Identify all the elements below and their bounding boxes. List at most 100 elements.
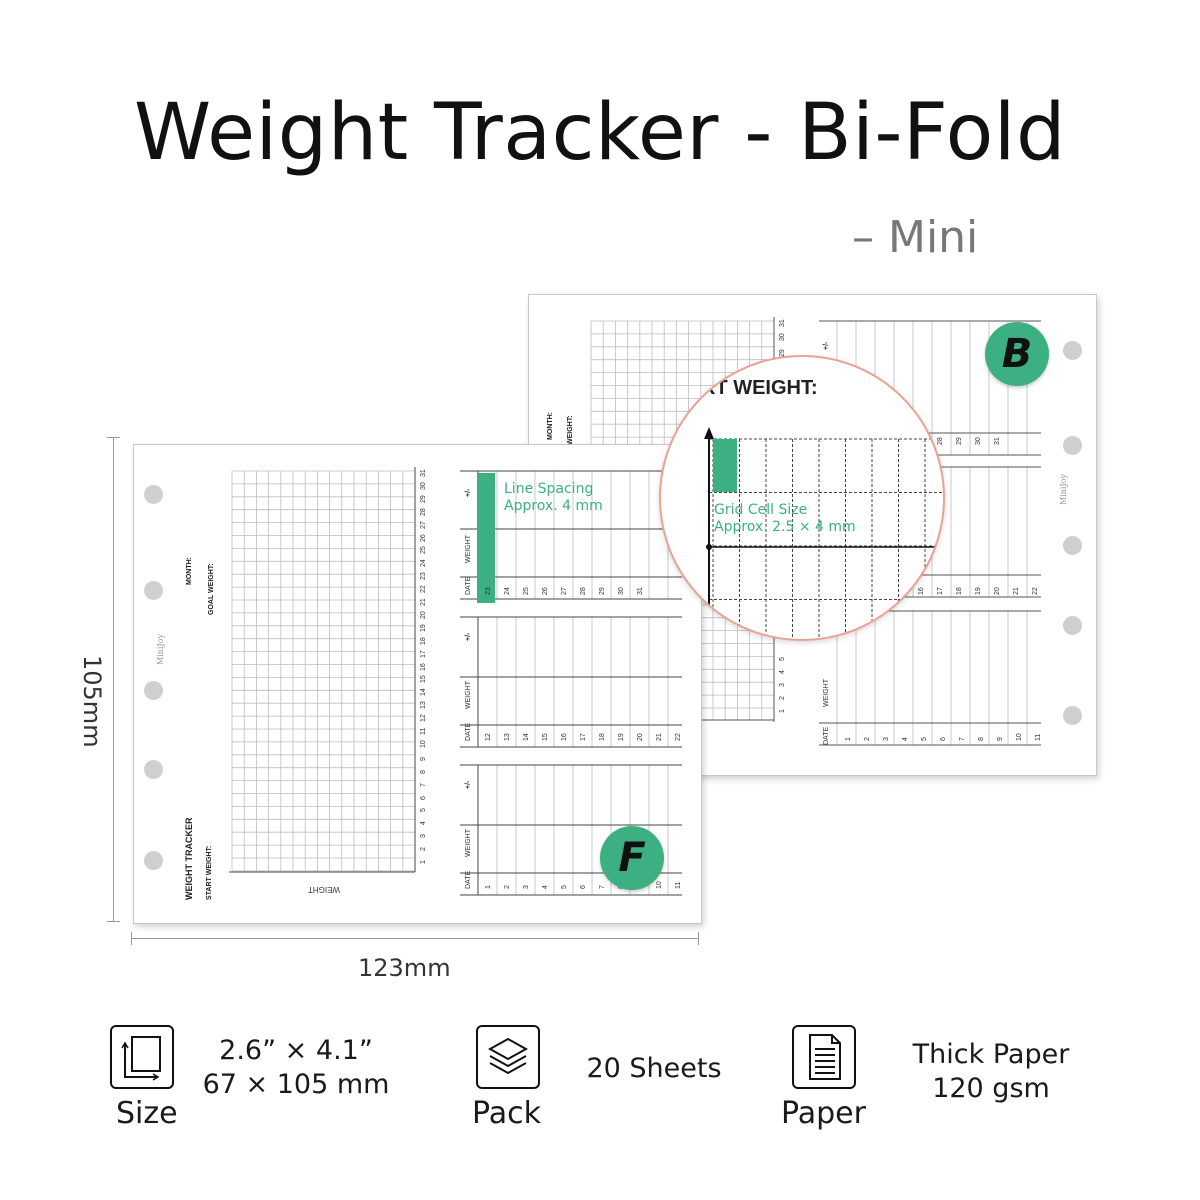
day-number: 8	[420, 769, 427, 774]
day-number: 7	[420, 782, 427, 787]
punch-hole	[144, 581, 163, 600]
day-number: 10	[1016, 733, 1023, 741]
day-number: 21	[1013, 587, 1020, 595]
day-number: 23	[485, 587, 492, 595]
paper-value: Thick Paper 120 gsm	[896, 1038, 1086, 1106]
punch-hole	[144, 851, 163, 870]
day-number: 3	[779, 683, 786, 687]
day-number: 1	[485, 885, 492, 889]
badge-b: B	[985, 322, 1049, 386]
height-dimension-cap	[107, 437, 120, 438]
day-number: 4	[420, 821, 427, 826]
day-number: 5	[779, 657, 786, 661]
day-number: 12	[420, 714, 427, 723]
day-number: 11	[1035, 733, 1042, 741]
day-number: 2	[779, 696, 786, 700]
day-number: 18	[420, 636, 427, 645]
day-number: 6	[940, 737, 947, 741]
day-number: 16	[420, 662, 427, 671]
day-number: 19	[420, 624, 427, 632]
day-number: 26	[542, 587, 549, 595]
day-number: 11	[420, 727, 427, 735]
month-label: MONTH:	[186, 557, 193, 585]
day-number: 2	[420, 847, 427, 852]
day-number: 14	[523, 733, 530, 741]
sheet-front: WEIGHT TRACKER START WEIGHT: MONTH: GOAL…	[133, 444, 702, 924]
day-number: 1	[779, 709, 786, 713]
day-number: 15	[420, 675, 427, 684]
column-header: WEIGHT	[465, 681, 472, 709]
column-header: +/-	[465, 632, 472, 641]
width-dimension-label: 123mm	[358, 954, 451, 982]
day-number: 31	[637, 587, 644, 595]
delta-header: +/-	[823, 341, 830, 350]
punch-hole	[1063, 436, 1082, 455]
day-number: 25	[420, 546, 427, 555]
sheet-front-grid	[229, 467, 682, 896]
day-number: 29	[599, 587, 606, 595]
weight-axis-label: WEIGHT	[308, 885, 340, 894]
punch-hole	[144, 681, 163, 700]
date-header: DATE	[823, 726, 830, 745]
day-number: 30	[779, 333, 786, 341]
page-subtitle: – Mini	[852, 212, 979, 263]
day-number: 22	[675, 733, 682, 741]
day-number: 14	[420, 688, 427, 697]
width-dimension-cap	[698, 932, 699, 945]
day-number: 3	[883, 737, 890, 741]
day-number: 9	[997, 737, 1004, 741]
goal-weight-label: GOAL WEIGHT:	[208, 563, 215, 615]
punch-hole	[1063, 341, 1082, 360]
column-header: WEIGHT	[465, 829, 472, 857]
document-icon	[792, 1025, 856, 1089]
height-dimension-label: 105mm	[78, 655, 106, 748]
paper-type: Thick Paper	[912, 1039, 1070, 1070]
column-header: DATE	[465, 576, 472, 595]
day-number: 13	[504, 733, 511, 741]
line-spacing-value: Approx. 4 mm	[504, 498, 603, 514]
size-label: Size	[116, 1096, 178, 1131]
day-number: 18	[956, 587, 963, 595]
day-number: 31	[779, 319, 786, 327]
size-inches: 2.6” × 4.1”	[219, 1035, 373, 1066]
day-number: 4	[542, 885, 549, 889]
day-number: 9	[420, 756, 427, 761]
weight-header: WEIGHT	[823, 679, 830, 707]
paper-label: Paper	[781, 1096, 866, 1131]
brand-logo: MiniJoy	[156, 633, 165, 665]
day-number: 1	[845, 737, 852, 741]
day-number: 21	[656, 733, 663, 741]
page-title: Weight Tracker - Bi-Fold	[134, 88, 1066, 178]
size-value: 2.6” × 4.1” 67 × 105 mm	[196, 1034, 396, 1102]
day-number: 5	[420, 808, 427, 813]
day-number: 30	[618, 587, 625, 595]
day-number: 20	[420, 611, 427, 619]
line-spacing-annotation: Line Spacing Approx. 4 mm	[504, 481, 603, 515]
day-number: 15	[542, 733, 549, 741]
day-number: 28	[420, 507, 427, 516]
pack-value: 20 Sheets	[586, 1053, 722, 1084]
punch-hole	[1063, 706, 1082, 725]
day-number: 7	[599, 885, 606, 889]
day-number: 20	[994, 587, 1001, 595]
column-header: DATE	[465, 870, 472, 889]
width-dimension-cap	[131, 932, 132, 945]
day-number: 11	[675, 881, 682, 889]
punch-hole	[144, 485, 163, 504]
size-icon	[110, 1025, 174, 1089]
width-dimension-line	[131, 938, 699, 939]
line-spacing-title: Line Spacing	[504, 481, 594, 497]
start-weight-zoom: RT WEIGHT:	[701, 377, 818, 399]
day-number: 6	[420, 795, 427, 800]
day-number: 29	[956, 437, 963, 445]
day-number: 1	[420, 860, 427, 864]
punch-hole	[1063, 616, 1082, 635]
day-number: 4	[779, 670, 786, 674]
day-number: 31	[420, 469, 427, 477]
day-number: 4	[902, 737, 909, 741]
punch-hole	[144, 760, 163, 779]
day-number: 22	[1032, 587, 1039, 595]
day-number: 10	[656, 881, 663, 889]
day-number: 24	[420, 559, 427, 568]
day-number: 31	[994, 437, 1001, 445]
